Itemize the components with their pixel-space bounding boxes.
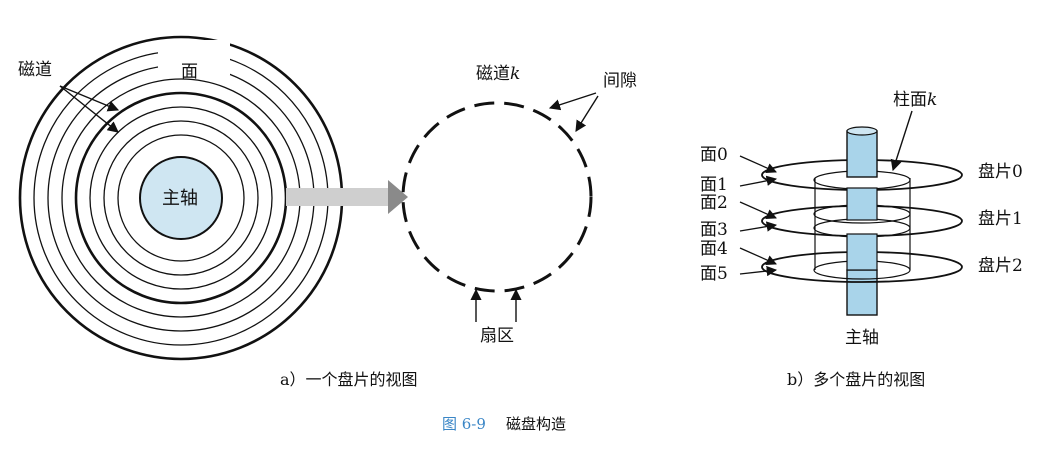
cylinder-k-label: 柱面k [893, 92, 937, 109]
track-ring-7 [103, 120, 259, 276]
spindle-label: 主轴 [162, 188, 198, 209]
multi-spindle-label: 主轴 [845, 328, 879, 348]
surface-2-label: 面2 [700, 193, 728, 213]
gap-pointer-2 [575, 95, 599, 132]
cylinder-pointer [890, 110, 913, 172]
track-k-var: k [510, 64, 521, 84]
figure-title: 磁盘构造 [505, 415, 566, 433]
platter-top-view [18, 35, 344, 361]
track-pointer-1 [59, 85, 120, 112]
single-track-dashed [401, 101, 593, 293]
surface-0-pointer [739, 155, 777, 173]
spindle-mid-lower [846, 233, 878, 271]
sector-label: 扇区 [480, 326, 514, 346]
track-k-label: 磁道k [476, 66, 520, 83]
surface-1-pointer [739, 175, 778, 187]
surface-3-pointer [739, 221, 778, 232]
surface-3-label: 面3 [700, 220, 728, 240]
figure-caption: 图 6-9 磁盘构造 [442, 417, 566, 432]
surface-label-gap [158, 40, 230, 75]
panel-b-caption: b）多个盘片的视图 [787, 370, 926, 389]
track-label: 磁道 [18, 60, 52, 80]
track-pointer-2 [59, 85, 119, 133]
gap-pointer-1 [548, 92, 597, 111]
track-ring-6 [89, 106, 273, 290]
surface-2-pointer [739, 201, 777, 219]
cylinder-k-prefix: 柱面 [893, 90, 927, 110]
surface-5-pointer [739, 265, 778, 277]
panel-a-caption: a）一个盘片的视图 [280, 370, 418, 389]
surface-5-label: 面5 [700, 264, 728, 284]
cylinder-k-var: k [927, 90, 938, 110]
multi-platter-view [761, 126, 963, 316]
platter-1-label: 盘片1 [978, 209, 1023, 229]
spindle-hub [139, 156, 223, 240]
spindle-lower [846, 269, 878, 316]
track-ring-8 [117, 134, 245, 262]
spindle-mid-upper [846, 187, 878, 221]
platter-0-label: 盘片0 [978, 162, 1023, 182]
figure-number: 图 6-9 [442, 415, 486, 433]
gap-label: 间隙 [603, 71, 637, 91]
zoom-arrow [286, 180, 408, 214]
surface-1-label: 面1 [700, 175, 728, 195]
surface-4-label: 面4 [700, 239, 728, 259]
surface-4-pointer [739, 247, 777, 265]
track-k-prefix: 磁道 [476, 64, 510, 84]
surface-label: 面 [181, 62, 198, 82]
spindle-top-cap [846, 126, 878, 136]
platter-2-label: 盘片2 [978, 256, 1023, 276]
spindle-top [846, 130, 878, 178]
surface-0-label: 面0 [700, 145, 728, 165]
